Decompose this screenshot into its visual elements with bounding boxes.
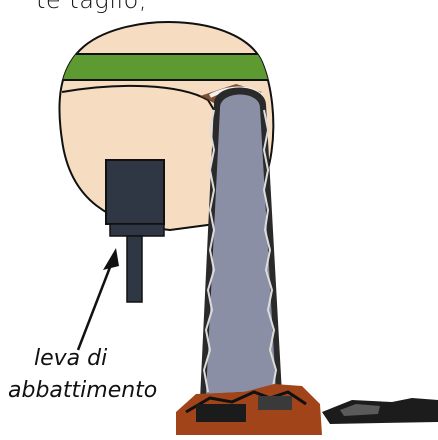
lever-handle: [126, 235, 143, 303]
chainsaw-bar: [200, 87, 282, 400]
green-band: [59, 54, 274, 80]
chainsaw-body: [176, 384, 438, 435]
lever-label-line1: leva di: [34, 346, 108, 371]
lever-label-line2: abbattimento: [8, 378, 158, 403]
lever-neck: [109, 223, 165, 237]
bar-body: [206, 94, 276, 394]
lever-head: [105, 159, 165, 225]
felling-lever: [105, 159, 165, 303]
pointer-arrow: [76, 248, 119, 351]
top-cut-text: te taglio,: [36, 0, 147, 14]
cut-line: [61, 84, 215, 111]
